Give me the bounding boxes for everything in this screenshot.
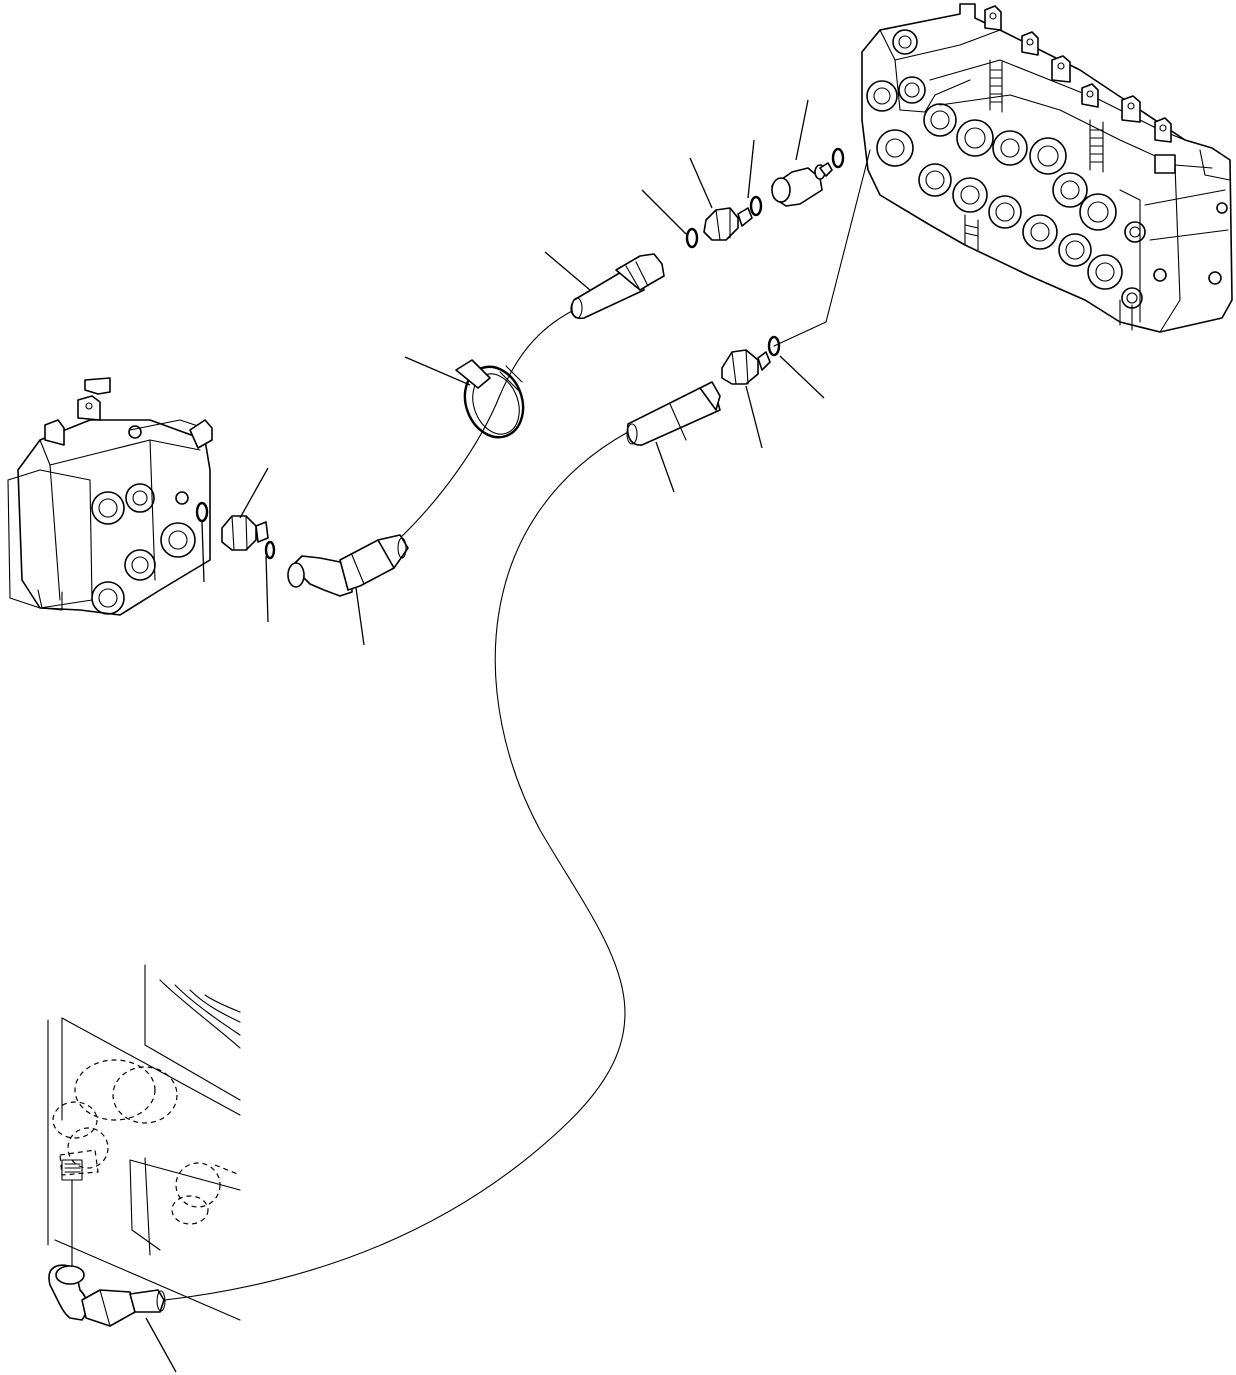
upper-hose xyxy=(287,253,665,597)
main-control-valve xyxy=(861,3,1233,333)
pump-housing xyxy=(47,964,241,1321)
section-valve xyxy=(7,377,213,616)
leader-lines xyxy=(145,99,825,1373)
hose-clamp xyxy=(455,359,525,439)
long-hose xyxy=(48,381,721,1327)
fittings-upper xyxy=(685,147,871,385)
fittings-lower xyxy=(195,501,276,560)
